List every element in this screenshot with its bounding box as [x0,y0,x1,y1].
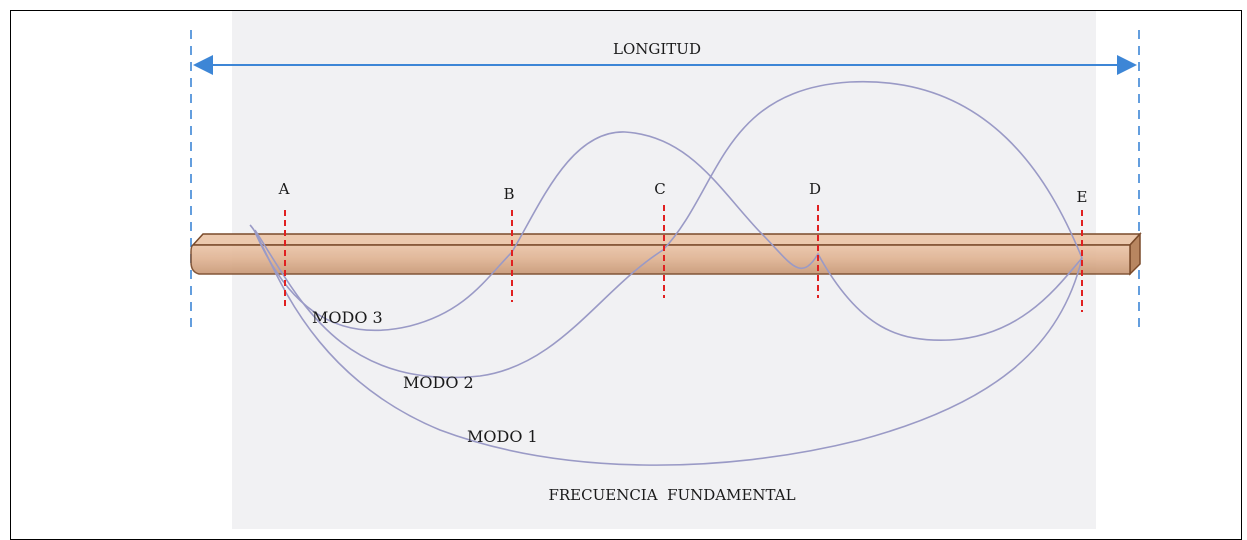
fundamental-frequency-label: FRECUENCIA FUNDAMENTAL [548,486,795,504]
beam-vibration-diagram: LONGITUD A B C D E MODO 3 MODO 2 MODO 1 … [190,30,1142,504]
point-label-b: B [503,185,514,203]
point-label-c: C [654,180,665,198]
length-label: LONGITUD [613,40,701,58]
point-label-d: D [809,180,821,198]
point-label-a: A [278,180,290,198]
mode-1-curve [249,224,1083,466]
mode-1-label: MODO 1 [467,427,538,446]
beam [190,232,1142,276]
mode-2-curve [254,81,1083,379]
node-markers [284,205,1083,312]
mode-2-label: MODO 2 [403,373,474,392]
point-label-e: E [1077,188,1088,206]
mode-3-curve [254,131,1083,341]
mode-3-label: MODO 3 [312,308,383,327]
mode-curves [249,81,1083,466]
